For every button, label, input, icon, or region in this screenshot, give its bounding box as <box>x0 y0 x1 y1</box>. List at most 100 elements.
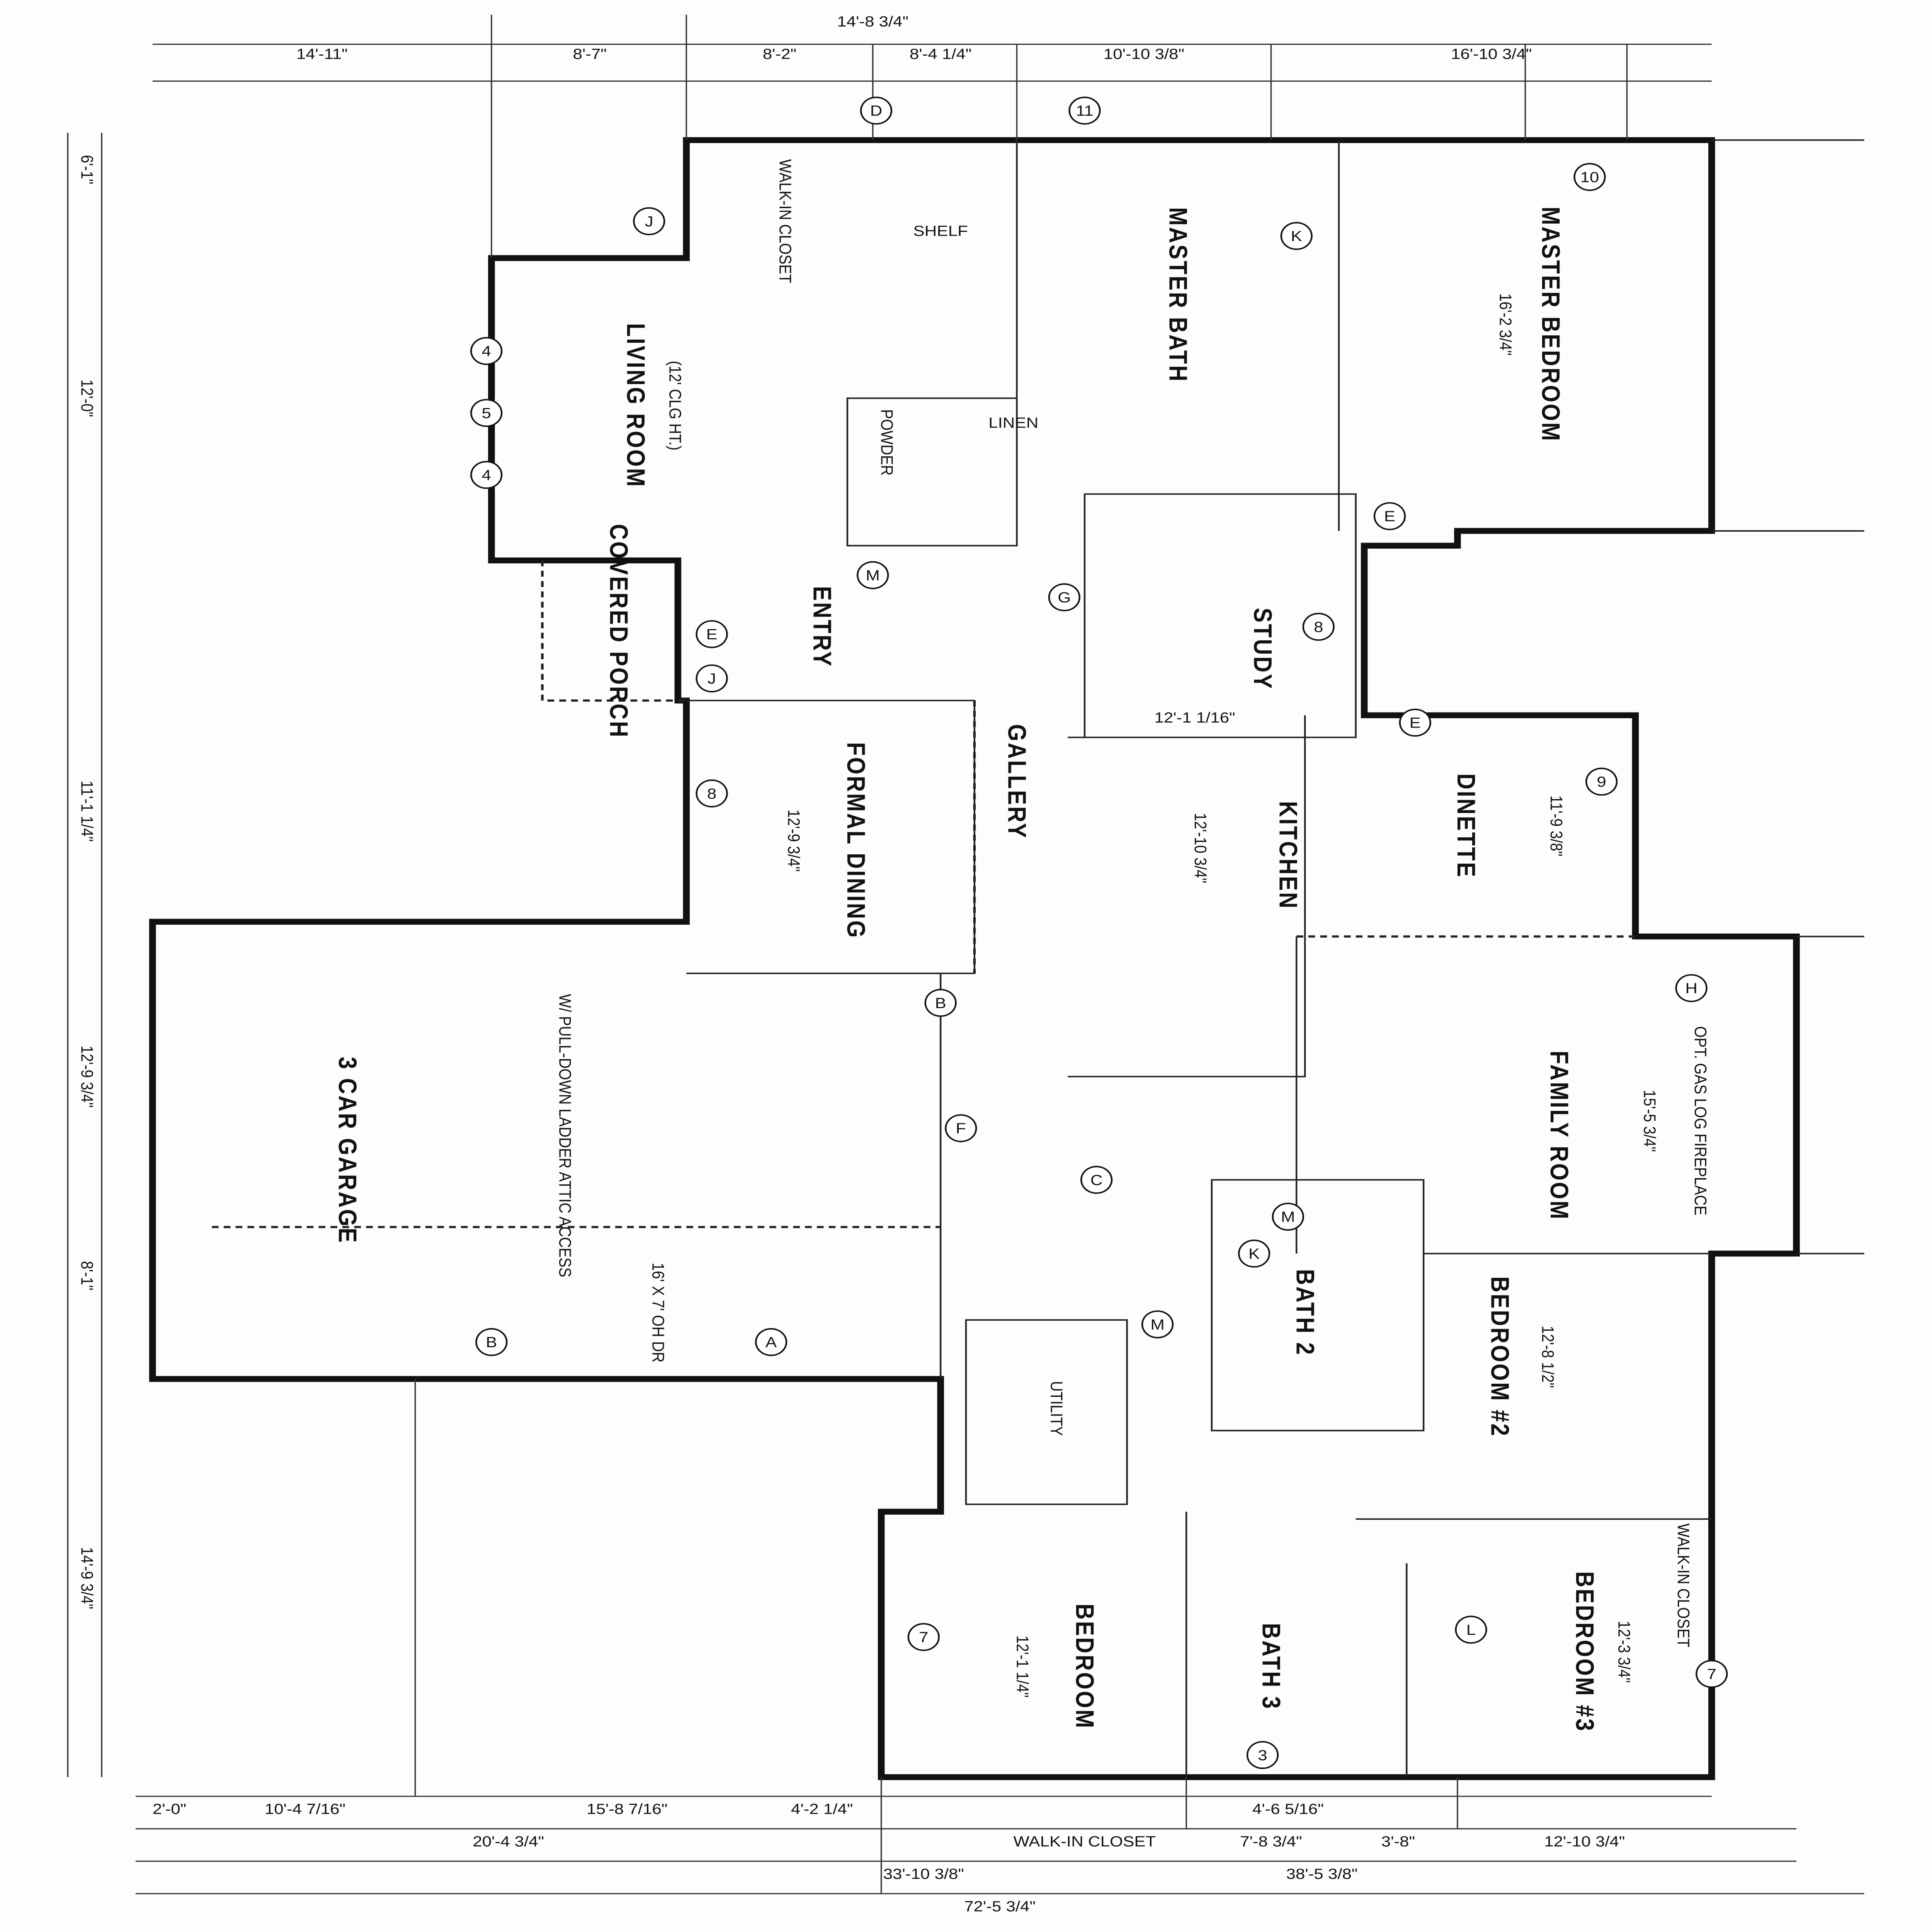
window-tag-circle <box>1238 1240 1270 1268</box>
dim-text: 38'-5 3/8" <box>1286 1866 1358 1882</box>
window-tag-label: 5 <box>482 405 491 422</box>
window-tag-circle <box>696 779 728 808</box>
window-tag-label: D <box>870 102 883 119</box>
room-walk-in-closet: WALK-IN CLOSET <box>1674 1524 1693 1648</box>
left-dimensions: 6'-1" 12'-0" 11'-1 1/4" 12'-9 3/4" 8'-1"… <box>78 155 97 1609</box>
window-tag-circle <box>1373 502 1406 531</box>
window-tag-label: 8 <box>707 785 716 802</box>
window-tag-label: K <box>1291 228 1302 245</box>
window-tag-label: E <box>1410 714 1421 731</box>
window-tag-label: 4 <box>482 343 491 359</box>
room-walk-in-closet: WALK-IN CLOSET <box>1014 1833 1156 1850</box>
dim-text: 6'-1" <box>78 155 97 184</box>
window-tag-circle <box>857 561 889 589</box>
window-tag-circle <box>1048 583 1081 612</box>
window-tag-label: A <box>765 1334 777 1350</box>
room-walk-in-closet: WALK-IN CLOSET <box>776 159 795 283</box>
dim-text: 4'-6 5/16" <box>1252 1801 1324 1817</box>
room-size: 12'-10 3/4" <box>1191 813 1210 883</box>
window-tag-circle <box>1272 1202 1304 1231</box>
dim-text: 15'-8 7/16" <box>587 1801 667 1817</box>
window-tag-label: E <box>1384 508 1395 525</box>
dim-text: 2'-0" <box>153 1801 186 1817</box>
window-tag-circle <box>1141 1310 1174 1338</box>
room-powder: POWDER <box>878 409 896 476</box>
dim-text: 12'-0" <box>78 379 97 417</box>
room-master-bath: MASTER BATH <box>1163 207 1192 383</box>
window-tag-circle <box>755 1328 787 1356</box>
window-tag-label: B <box>935 995 946 1011</box>
window-tag-label: 7 <box>1707 1666 1716 1682</box>
fireplace-note: OPT. GAS LOG FIREPLACE <box>1691 1026 1710 1216</box>
room-gallery: GALLERY <box>1003 724 1031 839</box>
window-tag-label: K <box>1248 1245 1260 1262</box>
window-tag-label: E <box>706 626 717 643</box>
window-tag-circle <box>1246 1741 1279 1769</box>
window-tag-label: M <box>1281 1209 1295 1225</box>
window-tag-label: 4 <box>482 467 491 483</box>
window-tag-label: 7 <box>919 1629 928 1646</box>
dim-text: 8'-4 1/4" <box>910 46 971 62</box>
room-3-car-garage: 3 CAR GARAGE <box>333 1057 362 1244</box>
window-tag-circle <box>470 337 503 365</box>
dim-text: 33'-10 3/8" <box>883 1866 964 1882</box>
window-tag-circle <box>1675 974 1708 1002</box>
room-size: 15'-5 3/4" <box>1640 1090 1659 1152</box>
window-tag-circle <box>907 1623 940 1651</box>
dim-text: 10'-10 3/8" <box>1104 46 1184 62</box>
dim-text: 10'-4 7/16" <box>265 1801 345 1817</box>
window-tag-circle <box>1573 163 1606 191</box>
window-tag-circle <box>633 207 665 235</box>
window-tag-label: 10 <box>1580 169 1599 185</box>
room-size: (12' CLG HT.) <box>666 361 685 451</box>
attic-access-note: W/ PULL-DOWN LADDER ATTIC ACCESS <box>556 994 575 1277</box>
window-tag-label: G <box>1058 589 1071 606</box>
dim-text: 14'-9 3/4" <box>78 1547 97 1609</box>
window-tag-circle <box>1068 97 1101 125</box>
window-tag-circle <box>470 399 503 427</box>
room-bedroom-3: BEDROOM #3 <box>1570 1571 1599 1732</box>
window-tag-circle <box>1696 1660 1728 1688</box>
dim-text: 8'-2" <box>763 46 796 62</box>
room-formal-dining: FORMAL DINING <box>842 742 870 939</box>
window-tag-circle <box>1280 222 1313 250</box>
dimension-lines <box>67 15 1864 1895</box>
room-size: 16'-2 3/4" <box>1496 293 1515 355</box>
room-family-room: FAMILY ROOM <box>1545 1051 1573 1221</box>
dim-text: 12'-9 3/4" <box>78 1046 97 1108</box>
dim-text: 14'-8 3/4" <box>837 13 908 30</box>
dim-text: 20'-4 3/4" <box>473 1833 544 1850</box>
room-master-bedroom: MASTER BEDROOM <box>1536 207 1565 442</box>
room-covered-porch: COVERED PORCH <box>604 524 633 738</box>
dim-text: 3'-8" <box>1381 1833 1415 1850</box>
room-size: 12'-9 3/4" <box>784 810 803 872</box>
window-tag-circle <box>924 989 957 1017</box>
window-tag-label: M <box>866 567 880 584</box>
window-tag-label: 9 <box>1597 774 1606 790</box>
room-size: 11'-9 3/8" <box>1547 795 1566 856</box>
room-dinette: DINETTE <box>1452 774 1480 879</box>
dim-text: 16'-10 3/4" <box>1451 46 1532 62</box>
dim-text: 8'-7" <box>573 46 607 62</box>
window-tag-circle <box>475 1328 508 1356</box>
dim-text: 11'-1 1/4" <box>78 781 97 842</box>
window-tag-label: F <box>956 1120 966 1137</box>
window-tag-circle <box>470 461 503 489</box>
window-tag-circle <box>1302 612 1335 641</box>
room-kitchen: KITCHEN <box>1274 801 1302 910</box>
window-tag-label: J <box>645 213 653 230</box>
window-tag-circle <box>1080 1166 1113 1194</box>
top-dimensions: 14'-11" 8'-7" 8'-2" 8'-4 1/4" 10'-10 3/8… <box>296 13 1532 62</box>
room-size: 12'-8 1/2" <box>1539 1326 1558 1388</box>
room-labels: MASTER BEDROOM 16'-2 3/4" MASTER BATH LI… <box>333 159 1710 1850</box>
window-tag-circle <box>860 97 893 125</box>
room-bath-3: BATH 3 <box>1257 1623 1286 1710</box>
window-tag-label: 3 <box>1258 1747 1267 1764</box>
room-linen: LINEN <box>988 415 1038 431</box>
window-tag-label: J <box>707 670 716 687</box>
dim-text: 72'-5 3/4" <box>964 1898 1036 1915</box>
room-living-room: LIVING ROOM <box>621 323 650 488</box>
room-utility: UTILITY <box>1047 1381 1066 1436</box>
